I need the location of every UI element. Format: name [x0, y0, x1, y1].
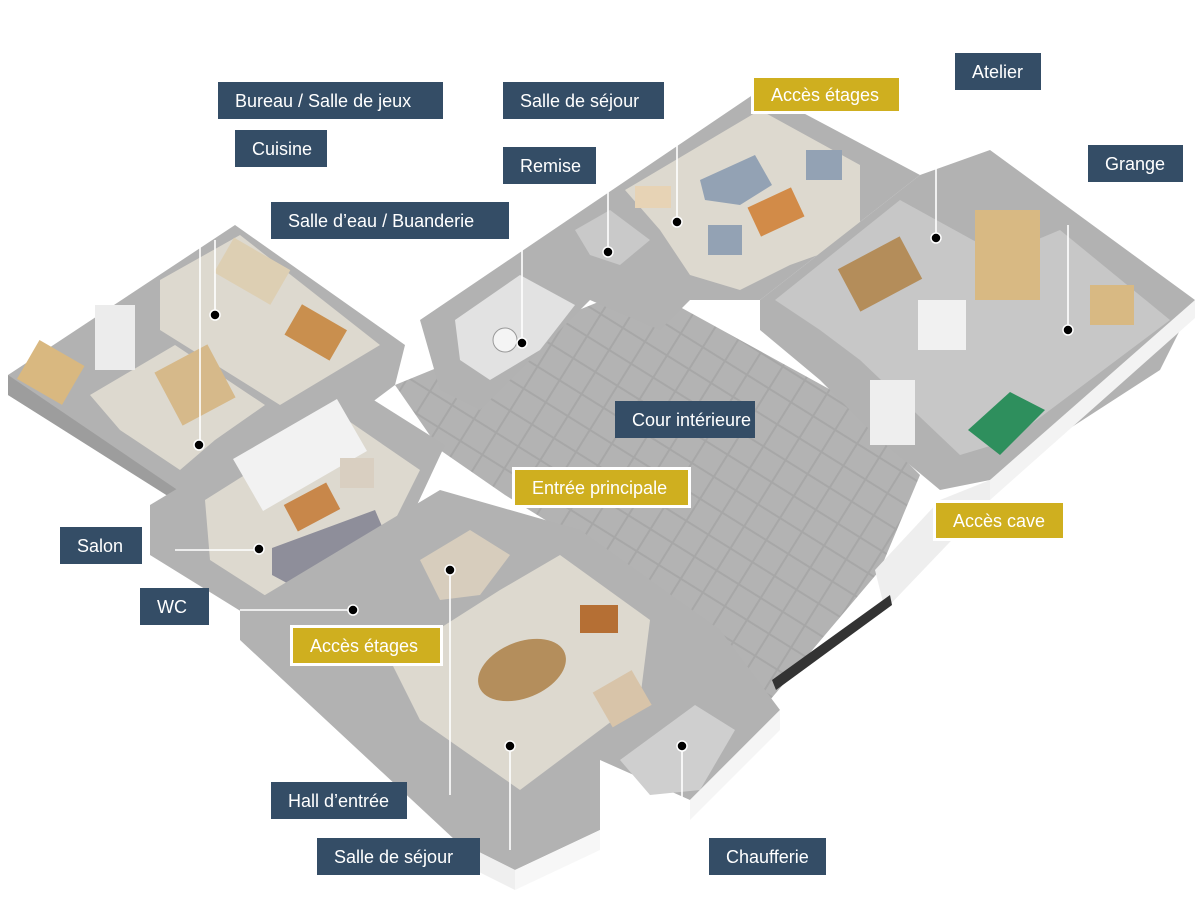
marker-cuisine: [209, 309, 221, 321]
marker-salle-eau: [516, 337, 528, 349]
marker-grange: [1062, 324, 1074, 336]
marker-atelier: [930, 232, 942, 244]
salle-eau-floor: [455, 275, 575, 380]
hall-floor: [420, 530, 510, 600]
chaufferie-wall-face: [690, 710, 780, 820]
left-wing-wall-face: [8, 375, 210, 512]
label-remise: Remise: [503, 147, 596, 184]
marker-bureau: [193, 439, 205, 451]
marker-sejour-nord: [671, 216, 683, 228]
label-hall-d-entree: Hall d’entrée: [271, 782, 407, 819]
label-salle-de-sejour-sud: Salle de séjour: [317, 838, 480, 875]
label-grange: Grange: [1088, 145, 1183, 182]
chaufferie-floor: [620, 705, 735, 795]
sofa: [272, 510, 390, 592]
label-salon: Salon: [60, 527, 142, 564]
label-atelier: Atelier: [955, 53, 1041, 90]
label-cour-interieure: Cour intérieure: [615, 401, 755, 438]
remise-floor: [575, 210, 650, 265]
courtyard-fence: [772, 595, 892, 690]
marker-wc: [347, 604, 359, 616]
dining-table: [478, 638, 566, 702]
label-chaufferie: Chaufferie: [709, 838, 826, 875]
east-wing-wall-face: [990, 300, 1195, 500]
marker-remise: [602, 246, 614, 258]
label-cuisine: Cuisine: [235, 130, 327, 167]
marker-sejour-sud: [504, 740, 516, 752]
south-wall-face-2: [515, 830, 600, 890]
label-acces-etages-nord: Accès étages: [751, 75, 902, 114]
room-markers: [193, 216, 1074, 752]
marker-chaufferie: [676, 740, 688, 752]
marker-salon: [253, 543, 265, 555]
sofa-nord: [700, 155, 772, 205]
label-salle-d-eau-buanderie: Salle d’eau / Buanderie: [271, 202, 509, 239]
label-bureau-salle-de-jeux: Bureau / Salle de jeux: [218, 82, 443, 119]
label-entree-principale: Entrée principale: [512, 467, 691, 508]
leader-lines: [175, 130, 1069, 850]
label-acces-etages-sud: Accès étages: [290, 625, 443, 666]
marker-hall: [444, 564, 456, 576]
label-wc: WC: [140, 588, 209, 625]
label-salle-de-sejour-nord: Salle de séjour: [503, 82, 664, 119]
label-acces-cave: Accès cave: [933, 500, 1066, 541]
green-container: [968, 392, 1045, 455]
